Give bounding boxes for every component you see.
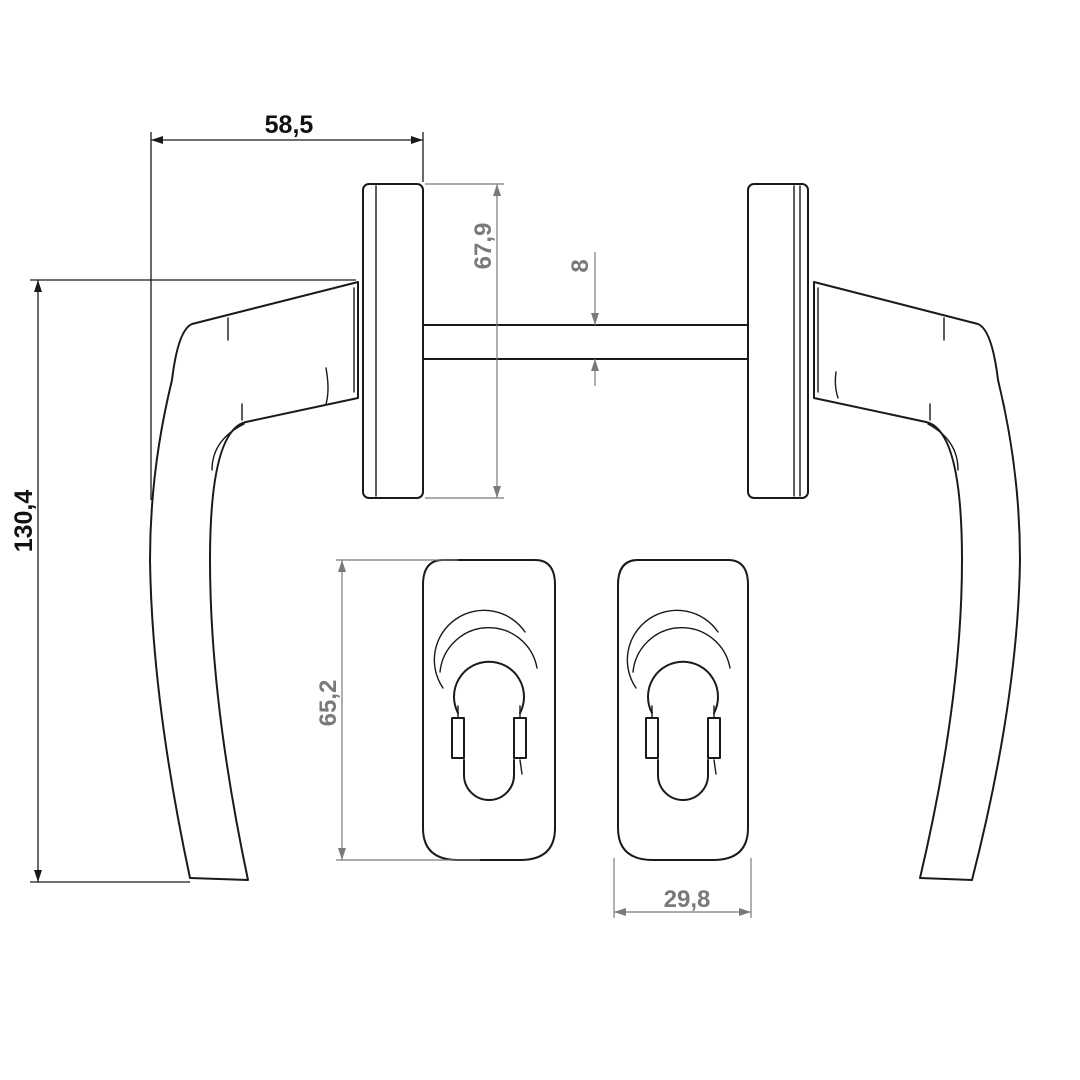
dimension-rose-height: 67,9: [425, 183, 504, 499]
spindle: [422, 324, 749, 360]
left-escutcheon: [422, 559, 556, 861]
dim-label-130-4: 130,4: [10, 490, 38, 553]
right-handle: [813, 281, 1021, 881]
dim-label-8: 8: [567, 259, 594, 272]
dim-label-29-8: 29,8: [664, 886, 711, 913]
dim-label-65-2: 65,2: [315, 680, 342, 727]
dimension-handle-length: 130,4: [10, 279, 356, 883]
dimension-escutcheon-width: 29,8: [613, 858, 752, 918]
left-handle: [149, 281, 359, 881]
dimension-handle-projection: 58,5: [150, 111, 424, 500]
dim-label-58-5: 58,5: [265, 111, 314, 139]
left-cylinder-hole: [433, 609, 538, 801]
dimension-spindle-square: 8: [567, 252, 599, 386]
left-rose: [362, 183, 424, 499]
dim-label-67-9: 67,9: [470, 223, 497, 270]
dimension-escutcheon-height: 65,2: [315, 559, 480, 861]
right-rose: [747, 183, 809, 499]
right-cylinder-hole: [626, 609, 731, 801]
right-escutcheon: [617, 559, 749, 861]
